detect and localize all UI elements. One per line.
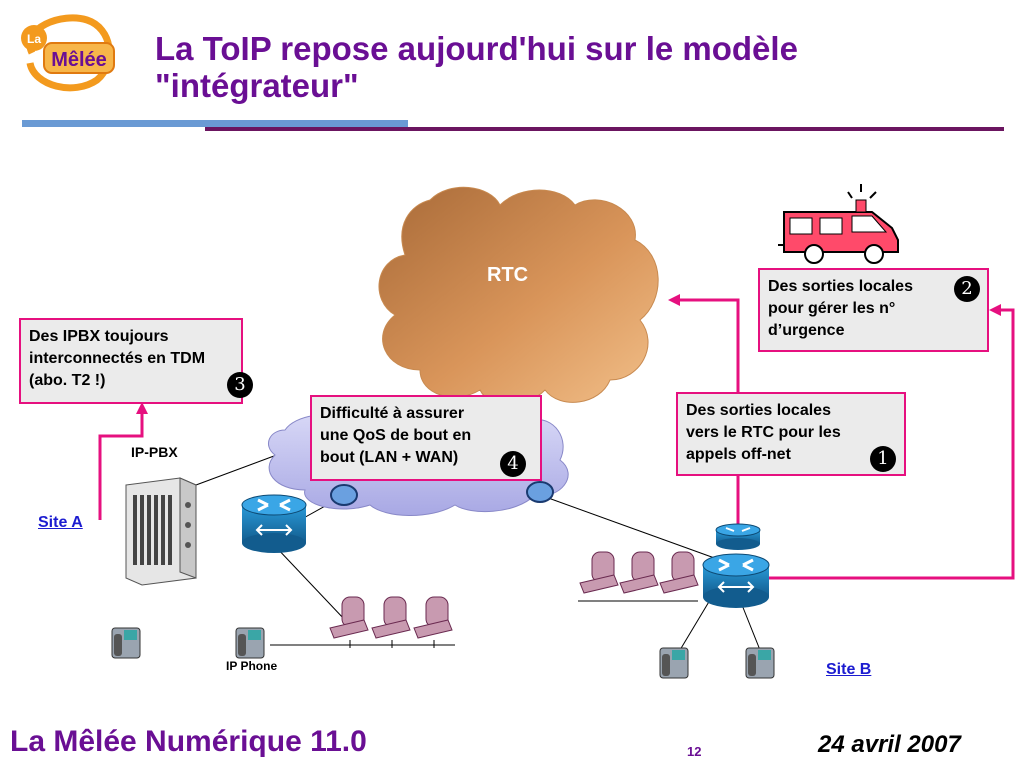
rtc-cloud xyxy=(378,186,659,406)
rtc-label: RTC xyxy=(487,264,529,286)
ip-phone-icon xyxy=(111,627,141,659)
title-underline-purple xyxy=(205,127,1004,131)
workstations-site-b xyxy=(578,551,699,602)
ip-phone-icon xyxy=(235,627,265,659)
callout-emergency-exit: Des sorties locales pour gérer les n° d’… xyxy=(758,268,989,352)
callout-line: Des sorties locales xyxy=(686,402,831,419)
callout-line: une QoS de bout en xyxy=(320,427,472,444)
callout-line: vers le RTC pour les xyxy=(686,424,841,441)
callout-line: Des sorties locales xyxy=(768,278,913,295)
ip-phone-icon xyxy=(659,647,689,679)
callout-line: d’urgence xyxy=(768,322,845,339)
callout-line: (abo. T2 !) xyxy=(29,372,106,389)
wan-edge-node-right xyxy=(526,481,554,503)
page-title: La ToIP repose aujourd'hui sur le modèle… xyxy=(155,30,995,104)
footer-page-number: 12 xyxy=(687,744,702,759)
logo-badge xyxy=(21,25,47,51)
callout-line: pour gérer les n° xyxy=(768,300,896,317)
ip-phone-icon xyxy=(745,647,775,679)
workstations-site-a xyxy=(325,596,455,648)
callout-line: Difficulté à assurer xyxy=(320,405,465,422)
callout-offnet-exit: Des sorties locales vers le RTC pour les… xyxy=(676,392,906,476)
footer-date: 24 avril 2007 xyxy=(818,731,961,758)
title-underline-blue xyxy=(22,120,408,127)
site-a-link[interactable]: Site A xyxy=(38,514,83,531)
callout-line: Des IPBX toujours xyxy=(29,328,169,345)
ambulance-icon xyxy=(778,184,899,264)
callout-number-badge: 4 xyxy=(500,451,526,477)
wan-edge-node-left xyxy=(330,484,358,506)
footer-event-name: La Mêlée Numérique 11.0 xyxy=(10,725,367,758)
callout-ipbx-tdm: Des IPBX toujours interconnectés en TDM … xyxy=(19,318,253,404)
title-line-1: La ToIP repose aujourd'hui sur le modèle xyxy=(155,30,798,67)
lan-links xyxy=(195,449,761,651)
callout-number-badge: 2 xyxy=(954,276,980,302)
site-b-link[interactable]: Site B xyxy=(826,661,872,678)
callout-number-badge: 3 xyxy=(227,372,253,398)
callout-line: bout (LAN + WAN) xyxy=(320,449,459,466)
callout-number-badge: 1 xyxy=(870,446,896,472)
ip-pbx-label: IP-PBX xyxy=(131,444,178,460)
logo-text-la: La xyxy=(27,32,41,46)
ip-phone-label: IP Phone xyxy=(226,659,278,673)
callout-qos: Difficulté à assurer une QoS de bout en … xyxy=(310,395,542,481)
la-melee-logo: La Mêlée xyxy=(12,8,127,93)
title-line-2: "intégrateur" xyxy=(155,67,359,104)
callout-line: appels off-net xyxy=(686,446,791,463)
pstn-arrowheads xyxy=(136,294,1001,414)
logo-text-melee: Mêlée xyxy=(51,49,107,71)
ip-pbx-server xyxy=(125,477,197,586)
router-site-b xyxy=(702,523,770,608)
callout-line: interconnectés en TDM xyxy=(29,350,206,367)
router-site-a xyxy=(241,494,307,553)
